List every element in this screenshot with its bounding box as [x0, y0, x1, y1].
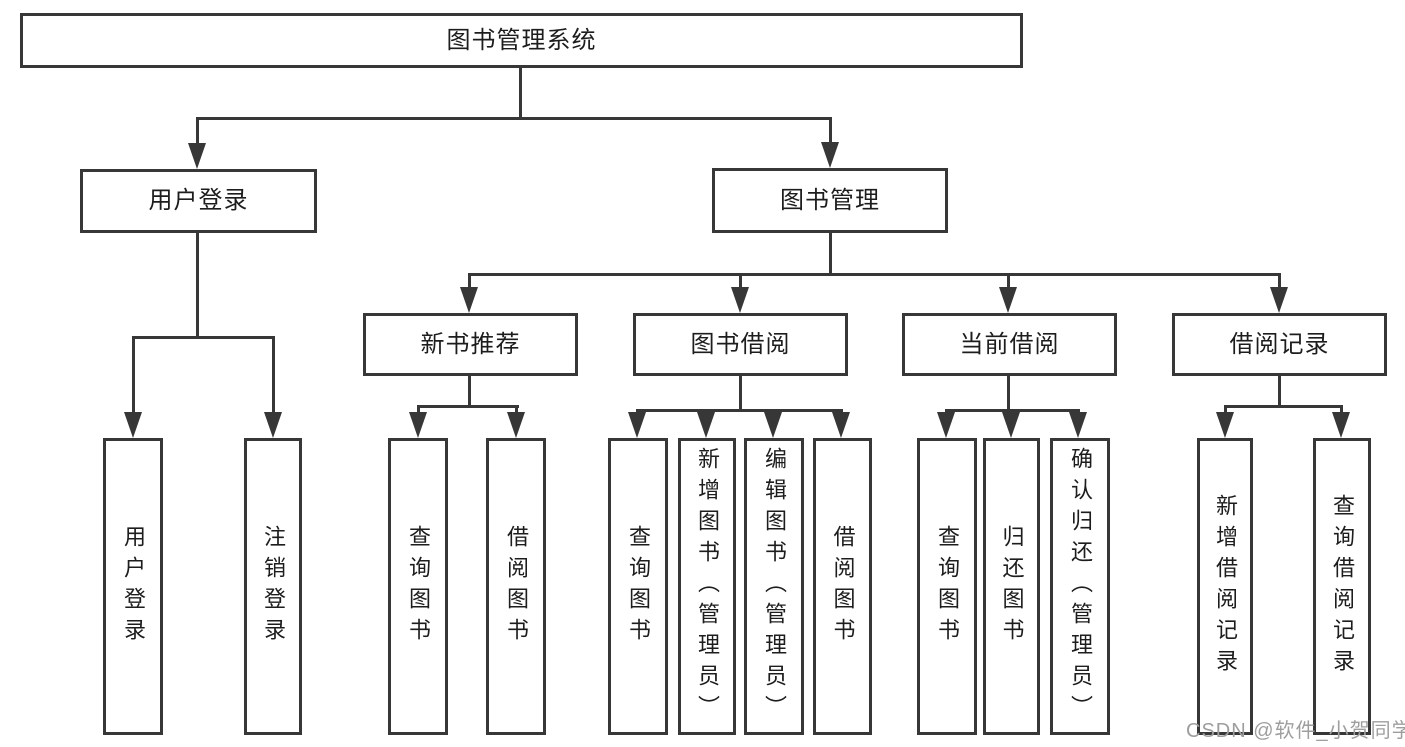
node-label: 归还图书	[999, 524, 1025, 649]
csdn-watermark: CSDN @软件_小贺同学	[1186, 720, 1405, 742]
edge-level3-branch	[468, 273, 1281, 276]
edge-borrowing-records-stub	[1278, 376, 1281, 408]
node-label: 查询图书	[406, 524, 431, 649]
leaf-logout: 注销登录	[244, 438, 302, 735]
node-label: 图书借阅	[690, 330, 791, 358]
arrowhead-book-management	[821, 142, 839, 168]
arrowhead-cb-query	[937, 412, 955, 438]
arrowhead-new-book-rec	[460, 287, 478, 313]
node-label: 用户登录	[121, 524, 146, 649]
leaf-nb-borrow-books: 借阅图书	[486, 438, 546, 735]
leaf-cb-return-books: 归还图书	[983, 438, 1040, 735]
node-label: 用户登录	[148, 187, 249, 214]
edge-current-borrowing-stub	[1007, 376, 1010, 411]
edge-root-stub	[519, 67, 522, 119]
leaf-br-query-record: 查询借阅记录	[1313, 438, 1371, 735]
node-label: 新增借阅记录	[1213, 493, 1238, 680]
arrowhead-current-borrowing	[999, 287, 1017, 313]
arrowhead-leaf-user-login	[124, 412, 142, 438]
node-label: 借阅图书	[830, 524, 856, 649]
edge-drop-br-add	[1224, 405, 1227, 417]
leaf-user-login: 用户登录	[103, 438, 163, 735]
edge-book-borrowing-stub	[739, 376, 742, 411]
node-borrowing-records: 借阅记录	[1172, 313, 1387, 376]
arrowhead-bb-query	[628, 412, 646, 438]
node-label: 查询借阅记录	[1330, 493, 1355, 680]
edge-drop-br-query	[1340, 405, 1343, 417]
edge-drop-leaf-logout	[272, 336, 275, 414]
edge-book-management-stub	[829, 233, 832, 275]
edge-user-login-branch	[132, 336, 275, 339]
arrowhead-br-query	[1332, 412, 1350, 438]
arrowhead-book-borrowing	[731, 287, 749, 313]
node-label: 查询图书	[935, 524, 960, 649]
edge-level2-branch	[196, 117, 832, 120]
edge-drop-nb-borrow	[515, 405, 518, 417]
edge-new-book-rec-branch	[417, 405, 519, 408]
node-label: 注销登录	[261, 524, 286, 649]
leaf-bb-query-books: 查询图书	[608, 438, 668, 735]
leaf-bb-add-books-admin: 新增图书（管理员）	[678, 438, 736, 735]
edge-drop-book-management	[829, 117, 832, 151]
leaf-bb-edit-books-admin: 编辑图书（管理员）	[744, 438, 804, 735]
node-user-login: 用户登录	[80, 169, 317, 233]
leaf-nb-query-books: 查询图书	[388, 438, 448, 735]
arrowhead-bb-add	[697, 412, 715, 438]
arrowhead-nb-query	[409, 412, 427, 438]
node-label: 当前借阅	[959, 330, 1060, 358]
leaf-bb-borrow-books: 借阅图书	[813, 438, 872, 735]
edge-drop-current-borrowing	[1007, 273, 1010, 291]
node-label: 查询图书	[626, 524, 651, 649]
edge-drop-nb-query	[417, 405, 420, 417]
node-label: 新书推荐	[420, 330, 521, 358]
node-book-borrowing: 图书借阅	[633, 313, 848, 376]
edge-drop-borrowing-records	[1278, 273, 1281, 291]
arrowhead-bb-borrow	[832, 412, 850, 438]
node-label: 借阅图书	[504, 524, 529, 649]
arrowhead-bb-edit	[764, 412, 782, 438]
node-label: 确认归还（管理员）	[1068, 447, 1093, 726]
node-label: 借阅记录	[1229, 330, 1330, 358]
edge-new-book-rec-stub	[468, 376, 471, 408]
arrowhead-borrowing-records	[1270, 287, 1288, 313]
node-new-book-recommendation: 新书推荐	[363, 313, 578, 376]
arrowhead-user-login	[188, 143, 206, 169]
edge-drop-new-book-rec	[468, 273, 471, 291]
node-root-library-management-system: 图书管理系统	[20, 13, 1023, 68]
edge-drop-book-borrowing	[739, 273, 742, 291]
edge-drop-user-login	[196, 117, 199, 151]
node-label: 图书管理系统	[446, 26, 597, 54]
node-label: 编辑图书（管理员）	[762, 447, 787, 726]
edge-drop-leaf-user-login	[132, 336, 135, 414]
node-book-management: 图书管理	[712, 168, 948, 233]
arrowhead-cb-confirm	[1069, 412, 1087, 438]
arrowhead-leaf-logout	[264, 412, 282, 438]
edge-book-borrowing-branch	[636, 409, 843, 412]
edge-user-login-stub	[196, 233, 199, 339]
leaf-cb-query-books: 查询图书	[917, 438, 977, 735]
node-label: 新增图书（管理员）	[695, 447, 720, 726]
leaf-cb-confirm-return-admin: 确认归还（管理员）	[1050, 438, 1110, 735]
arrowhead-cb-return	[1002, 412, 1020, 438]
node-current-borrowing: 当前借阅	[902, 313, 1117, 376]
leaf-br-add-record: 新增借阅记录	[1197, 438, 1253, 735]
edge-borrowing-records-branch	[1224, 405, 1343, 408]
arrowhead-nb-borrow	[507, 412, 525, 438]
node-label: 图书管理	[780, 186, 880, 214]
arrowhead-br-add	[1216, 412, 1234, 438]
